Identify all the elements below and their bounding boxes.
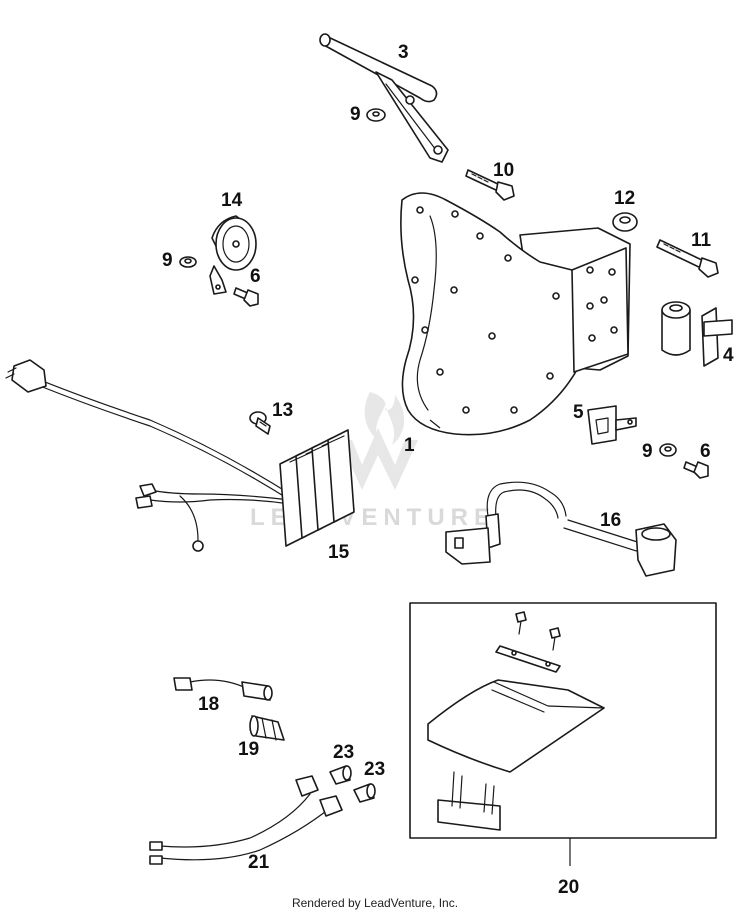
bulb-part: [329, 765, 352, 785]
handle-bar-part: [319, 33, 449, 163]
callout-9b: 9: [162, 250, 173, 271]
callout-21: 21: [248, 852, 270, 873]
screw-part: [683, 461, 709, 479]
callout-6b: 6: [700, 441, 711, 462]
screw-part: [233, 287, 259, 307]
callout-6a: 6: [250, 266, 261, 287]
callout-9a: 9: [350, 104, 361, 125]
callout-23a: 23: [333, 742, 354, 763]
callout-4: 4: [723, 345, 734, 366]
switch-part: [445, 481, 677, 577]
bulb-part: [353, 783, 376, 803]
headlight-mask-part: [400, 192, 631, 436]
callout-9c: 9: [642, 441, 653, 462]
bulb-harness-part: [149, 775, 343, 865]
washer-part: [366, 108, 386, 122]
callout-18: 18: [198, 694, 219, 715]
callout-13: 13: [272, 400, 293, 421]
washer-part: [179, 256, 197, 268]
wire-lead-part: [173, 677, 273, 701]
nut-part: [612, 212, 638, 232]
grommet-part: [249, 715, 285, 741]
rear-reflector-kit-part: [409, 602, 717, 839]
capacitor-part: [661, 301, 733, 367]
callout-15: 15: [328, 542, 350, 563]
callout-5: 5: [573, 402, 584, 423]
callout-11: 11: [691, 230, 712, 251]
callout-14: 14: [221, 190, 243, 211]
horn-part: [209, 215, 257, 295]
callout-3: 3: [398, 42, 409, 63]
voltage-regulator-part: [5, 359, 355, 552]
footer-credit: Rendered by LeadVenture, Inc.: [291, 896, 459, 910]
callout-23b: 23: [364, 759, 385, 780]
bolt-part: [465, 169, 515, 201]
callout-19: 19: [238, 739, 259, 760]
leader-line: [429, 419, 441, 429]
callout-12: 12: [614, 188, 635, 209]
callout-1: 1: [404, 435, 415, 456]
washer-part: [659, 443, 677, 457]
callout-20: 20: [558, 877, 579, 898]
callout-10: 10: [493, 160, 514, 181]
bolt-part: [249, 411, 271, 435]
watermark-logo: [340, 392, 418, 490]
callout-16: 16: [600, 510, 621, 531]
mounting-bracket-part: [587, 405, 637, 445]
long-bolt-part: [656, 239, 719, 278]
